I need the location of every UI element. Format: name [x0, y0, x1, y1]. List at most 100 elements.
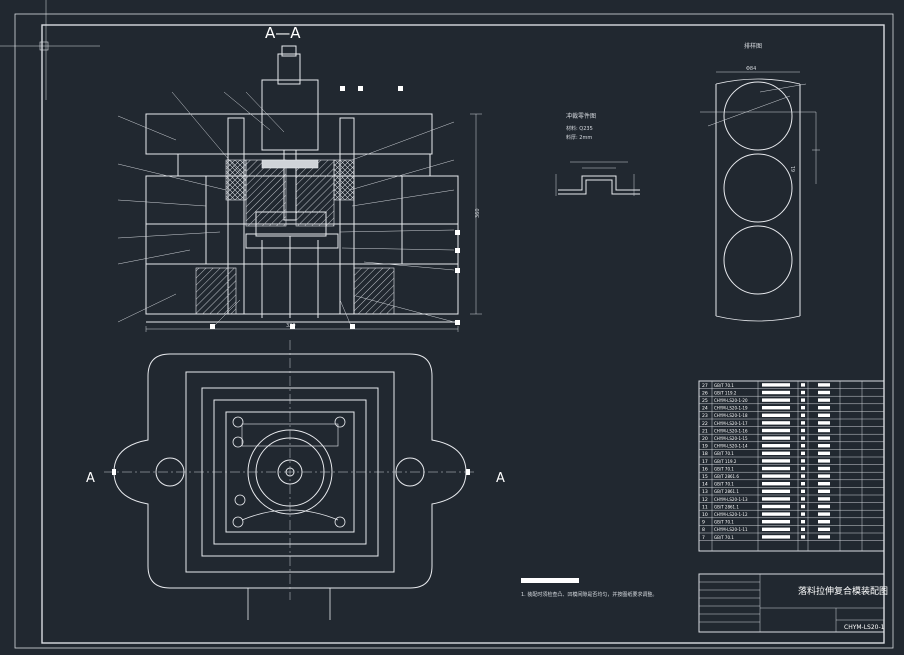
- bom-row-standard: CHYM-LS20-1-20: [714, 398, 748, 403]
- bom-row-number: 26: [702, 390, 708, 396]
- bom-row-qty-glyph: [801, 390, 805, 395]
- bom-row-standard: GB/T 70.1: [714, 482, 734, 487]
- bom-row-name-glyph: [762, 527, 790, 531]
- part-thickness: 料厚: 2mm: [566, 134, 592, 141]
- bom-row-material-glyph: [818, 459, 830, 463]
- bom-row-standard: CHYM-LS20-1-17: [714, 421, 748, 426]
- bom-row-number: 25: [702, 398, 708, 404]
- bom-row-number: 23: [702, 413, 708, 419]
- bom-row-number: 17: [702, 459, 708, 465]
- section-marker-left: A: [86, 471, 95, 486]
- bom-row-name-glyph: [762, 474, 790, 478]
- drawing-frame: [0, 0, 894, 649]
- bom-row-name-glyph: [762, 436, 790, 440]
- bom-row-qty-glyph: [801, 444, 805, 448]
- strip-layout: 排样图 Φ84 61: [700, 42, 820, 322]
- bom-row-name-glyph: [762, 406, 790, 410]
- bom-row-standard: GB/T 119.2: [714, 390, 737, 395]
- bom-row-material-glyph: [818, 474, 830, 478]
- bom-row-material-glyph: [818, 421, 830, 425]
- bom-row-standard: GB/T 70.1: [714, 535, 734, 540]
- bom-row-material-glyph: [818, 406, 830, 410]
- bom-row-name-glyph: [762, 383, 790, 387]
- bom-row-material-glyph: [818, 512, 830, 516]
- bom-row-name-glyph: [762, 390, 790, 395]
- bom-row-standard: GB/T 119.2: [714, 459, 737, 464]
- part-drawing-title: 冲裁零件图: [566, 112, 596, 120]
- bom-row-name-glyph: [762, 466, 790, 471]
- bom-row-name-glyph: [762, 512, 790, 516]
- title-block-name: 落料拉伸复合模装配图: [798, 585, 888, 597]
- bom-row-standard: GB/T 2861.6: [714, 474, 739, 479]
- bom-row-number: 15: [702, 474, 708, 480]
- bom-row-name-glyph: [762, 413, 790, 417]
- bom-row-name-glyph: [762, 489, 790, 493]
- bom-row-standard: CHYM-LS20-1-18: [714, 413, 748, 418]
- bom-row-qty-glyph: [801, 459, 805, 463]
- bom-row-number: 22: [702, 421, 708, 427]
- bom-row-name-glyph: [762, 520, 790, 524]
- bom-row-material-glyph: [818, 489, 830, 493]
- bom-row-number: 10: [702, 512, 708, 518]
- bom-row-qty-glyph: [801, 413, 805, 417]
- bom-row-material-glyph: [818, 504, 830, 509]
- section-dimensions: [145, 113, 482, 332]
- bom-row-standard: CHYM-LS20-1-12: [714, 512, 748, 517]
- bom-row-number: 20: [702, 436, 708, 442]
- bom-row-material-glyph: [818, 466, 830, 471]
- section-marker-right: A: [496, 471, 505, 486]
- bom-row-material-glyph: [818, 520, 830, 524]
- bom-row-number: 19: [702, 444, 708, 450]
- bom-row-name-glyph: [762, 482, 790, 486]
- bom-row-standard: GB/T 2861.1: [714, 489, 739, 494]
- bom-row-qty-glyph: [801, 482, 805, 486]
- bom-row-name-glyph: [762, 459, 790, 463]
- part-material: 材料: Q235: [566, 125, 593, 132]
- part-drawing: 冲裁零件图 材料: Q235 料厚: 2mm: [555, 112, 640, 196]
- drawing-number: CHYM-LS20-1: [844, 624, 885, 631]
- bom-row-standard: GB/T 70.1: [714, 383, 734, 388]
- bom-row-qty-glyph: [801, 451, 805, 455]
- bom-row-material-glyph: [818, 482, 830, 486]
- bom-row-qty-glyph: [801, 512, 805, 516]
- bom-row-number: 8: [702, 527, 705, 533]
- bom-row-standard: CHYM-LS20-1-15: [714, 436, 748, 441]
- bom-row-name-glyph: [762, 535, 790, 539]
- bom-row-standard: CHYM-LS20-1-14: [714, 444, 748, 449]
- bom-row-name-glyph: [762, 398, 790, 402]
- bom-row-qty-glyph: [801, 527, 805, 531]
- bom-row-name-glyph: [762, 421, 790, 425]
- bom-row-material-glyph: [818, 428, 830, 433]
- bom-row-qty-glyph: [801, 497, 805, 501]
- bom-row-qty-glyph: [801, 406, 805, 410]
- bom-row-material-glyph: [818, 497, 830, 501]
- bom-row-qty-glyph: [801, 535, 805, 539]
- bom-row-number: 7: [702, 535, 705, 541]
- bom-row-number: 21: [702, 428, 708, 434]
- bom-row-material-glyph: [818, 413, 830, 417]
- bom-row-qty-glyph: [801, 428, 805, 433]
- section-view: A—A: [117, 24, 482, 332]
- plan-view: [104, 340, 476, 620]
- section-title: A—A: [265, 24, 301, 42]
- section-arrow-right: [466, 469, 470, 475]
- bom-row-standard: GB/T 2861.1: [714, 504, 739, 509]
- bom-row-number: 9: [702, 520, 705, 526]
- dim-strip-width: Φ84: [746, 66, 756, 72]
- bom-row-qty-glyph: [801, 504, 805, 509]
- bom-row-qty-glyph: [801, 383, 805, 387]
- bom-row-qty-glyph: [801, 474, 805, 478]
- bom-row-standard: CHYM-LS20-1-11: [714, 527, 748, 532]
- bom-row-material-glyph: [818, 535, 830, 539]
- notes-line: 1. 装配时须检查凸、凹模间隙是否均匀，并按图纸要求调整。: [521, 591, 657, 598]
- bom-row-name-glyph: [762, 497, 790, 501]
- part-leaders: [117, 91, 455, 329]
- bom-row-standard: CHYM-LS20-1-16: [714, 428, 748, 433]
- bom-row-qty-glyph: [801, 421, 805, 425]
- hatched-regions: [195, 159, 395, 315]
- bom-row-material-glyph: [818, 527, 830, 531]
- bom-row-name-glyph: [762, 444, 790, 448]
